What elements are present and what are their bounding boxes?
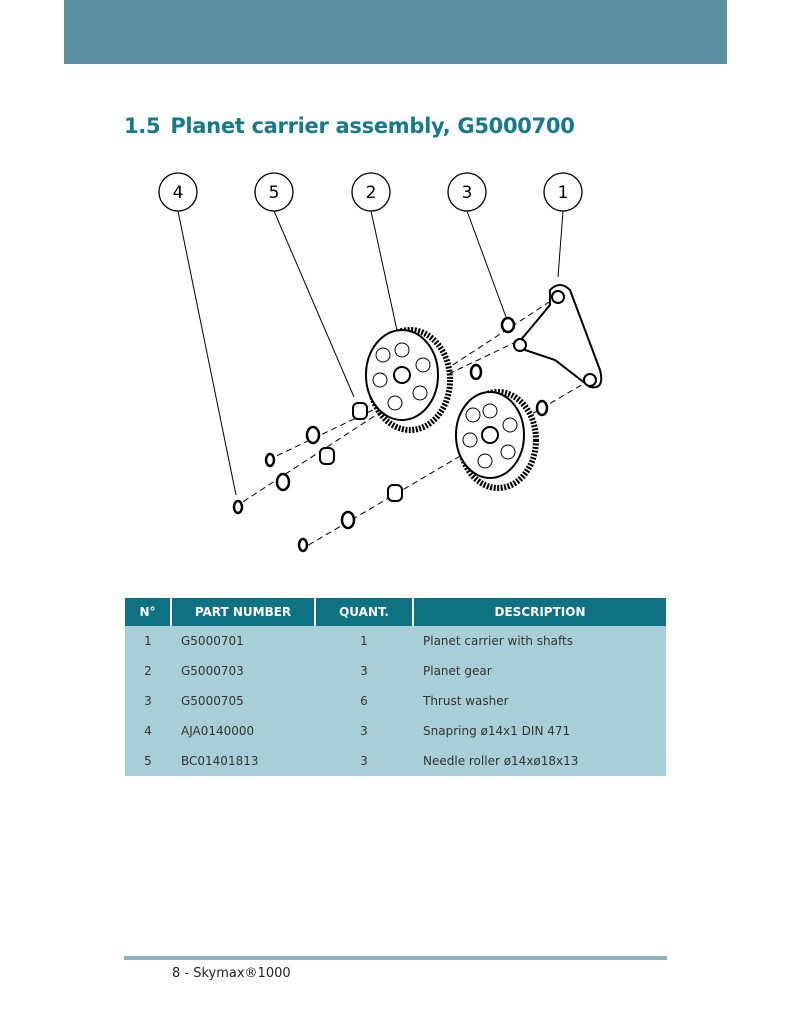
planet-gear-1 xyxy=(365,327,453,433)
svg-text:3: 3 xyxy=(462,183,473,203)
cell-description: Planet carrier with shafts xyxy=(413,626,666,656)
footer-rule xyxy=(124,956,667,960)
cell-number: 3 xyxy=(125,686,171,716)
svg-text:1: 1 xyxy=(558,183,569,203)
cell-description: Needle roller ø14xø18x13 xyxy=(413,746,666,776)
cell-quantity: 3 xyxy=(315,746,413,776)
cell-description: Planet gear xyxy=(413,656,666,686)
needle-rollers xyxy=(319,402,403,502)
planet-carrier xyxy=(513,284,603,389)
header-part-number: PART NUMBER xyxy=(170,598,315,626)
table-header-row: N° PART NUMBER QUANT. DESCRIPTION xyxy=(125,598,666,626)
svg-text:5: 5 xyxy=(269,183,280,203)
header-band xyxy=(64,0,727,64)
header-number: N° xyxy=(125,598,171,626)
callout-1: 1 xyxy=(543,172,583,212)
section-title: 1.5 Planet carrier assembly, G5000700 xyxy=(124,114,575,138)
cell-description: Thrust washer xyxy=(413,686,666,716)
cell-part-number: AJA0140000 xyxy=(171,716,315,746)
callout-2: 2 xyxy=(351,172,391,212)
cell-number: 2 xyxy=(125,656,171,686)
cell-part-number: G5000705 xyxy=(171,686,315,716)
svg-text:2: 2 xyxy=(366,183,377,203)
header-quantity: QUANT. xyxy=(314,598,413,626)
cell-part-number: G5000703 xyxy=(171,656,315,686)
page-footer: 8 - Skymax®1000 xyxy=(172,966,291,981)
section-title-text: Planet carrier assembly, G5000700 xyxy=(170,114,575,138)
cell-part-number: G5000701 xyxy=(171,626,315,656)
svg-text:4: 4 xyxy=(173,183,184,203)
cell-quantity: 6 xyxy=(315,686,413,716)
cell-number: 4 xyxy=(125,716,171,746)
header-description: DESCRIPTION xyxy=(412,598,666,626)
cell-description: Snapring ø14x1 DIN 471 xyxy=(413,716,666,746)
cell-quantity: 3 xyxy=(315,716,413,746)
cell-number: 1 xyxy=(125,626,171,656)
cell-number: 5 xyxy=(125,746,171,776)
section-number: 1.5 xyxy=(124,114,161,138)
exploded-diagram: 4 5 2 3 1 xyxy=(158,172,603,553)
callout-4: 4 xyxy=(158,172,198,212)
cell-quantity: 1 xyxy=(315,626,413,656)
callout-3: 3 xyxy=(447,172,487,212)
callout-5: 5 xyxy=(254,172,294,212)
planet-gear-2 xyxy=(455,389,539,491)
cell-part-number: BC01401813 xyxy=(171,746,315,776)
cell-quantity: 3 xyxy=(315,656,413,686)
washers xyxy=(232,316,549,553)
